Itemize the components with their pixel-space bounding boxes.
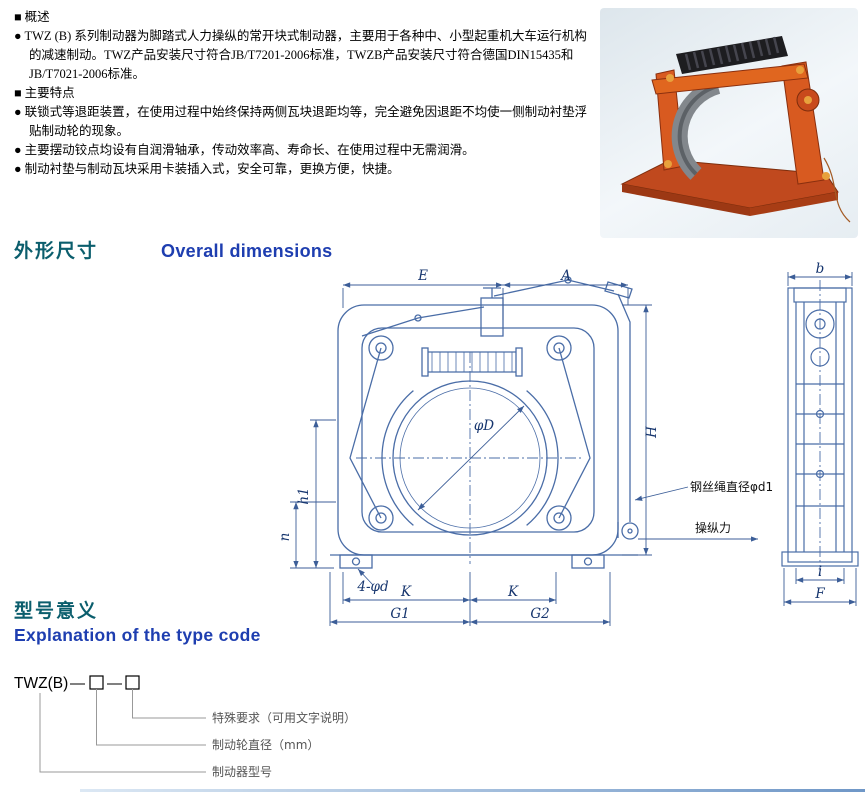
dim-label-i: i (818, 564, 822, 580)
overview-heading: ■ 概述 (14, 10, 50, 24)
type-code-note-diameter: 制动轮直径（mm） (212, 738, 319, 752)
type-code-connectors (39, 689, 206, 773)
feature-paragraph-1: ● 联锁式等退距装置，在使用过程中始终保持两侧瓦块退距均等，完全避免因退距不均使… (14, 105, 588, 138)
dim-label-E: E (417, 268, 428, 284)
centerlines (356, 280, 821, 578)
drawing-annotations: 钢丝绳直径φd1 操纵力 (690, 480, 773, 535)
type-code-title-en: Explanation of the type code (14, 625, 261, 645)
type-code-heading: 型号意义 Explanation of the type code (14, 596, 261, 646)
product-photo (600, 8, 858, 238)
dimension-lines (290, 272, 857, 626)
dimensions-heading: 外形尺寸 Overall dimensions (14, 236, 332, 263)
type-code-title-zh: 型号意义 (14, 601, 99, 622)
dimension-drawing: E A H h1 n φD 4-φd K K G1 G2 b i F 钢丝绳直径… (278, 261, 859, 626)
intro-text-block: ■ 概述 ● TWZ (B) 系列制动器为脚踏式人力操纵的常开块式制动器，主要用… (14, 8, 598, 179)
dim-label-phiD: φD (474, 418, 494, 434)
dim-label-H: H (644, 426, 660, 439)
wire-rope-label: 钢丝绳直径φd1 (690, 480, 773, 494)
type-code-box-1 (89, 675, 104, 690)
type-code-note-model: 制动器型号 (212, 765, 272, 779)
dim-label-h1: h1 (296, 487, 312, 504)
dim-label-b: b (816, 261, 825, 277)
dim-label-K2: K (507, 584, 519, 600)
force-label: 操纵力 (695, 520, 731, 535)
type-code-box-2 (125, 675, 140, 690)
dim-label-A: A (559, 268, 571, 284)
damper-ridges (684, 36, 780, 71)
footer-accent-bar (80, 789, 865, 792)
dimensions-title-en: Overall dimensions (161, 241, 333, 261)
dim-label-G2: G2 (530, 606, 549, 622)
feature-paragraph-2: ● 主要摆动铰点均设有自润滑轴承，传动效率高、寿命长、在使用过程中无需润滑。 (14, 143, 475, 157)
brake-illustration (620, 36, 851, 223)
type-code-dash-1: — (70, 675, 85, 692)
overview-paragraph: ● TWZ (B) 系列制动器为脚踏式人力操纵的常开块式制动器，主要用于各种中、… (14, 29, 587, 81)
dim-label-4phid: 4-φd (356, 579, 389, 595)
front-view-geometry (330, 276, 639, 569)
dim-label-G1: G1 (390, 606, 409, 622)
features-heading: ■ 主要特点 (14, 86, 75, 100)
dim-label-n: n (278, 533, 293, 542)
type-code-dash-2: — (107, 675, 122, 692)
type-code-prefix: TWZ(B) (14, 675, 68, 692)
dim-label-K1: K (400, 584, 412, 600)
dim-label-F: F (814, 586, 825, 602)
type-code-note-special: 特殊要求（可用文字说明） (212, 710, 356, 725)
dimension-labels: E A H h1 n φD 4-φd K K G1 G2 b i F (278, 261, 825, 622)
feature-paragraph-3: ● 制动衬垫与制动瓦块采用卡装插入式，安全可靠，更换方便，快捷。 (14, 162, 400, 176)
type-code-diagram: TWZ(B) — — 特殊要求（可用文字说明） 制动轮直径（mm） 制动器型号 (14, 675, 356, 779)
dimensions-title-zh: 外形尺寸 (14, 241, 99, 262)
side-view-geometry (781, 287, 859, 567)
